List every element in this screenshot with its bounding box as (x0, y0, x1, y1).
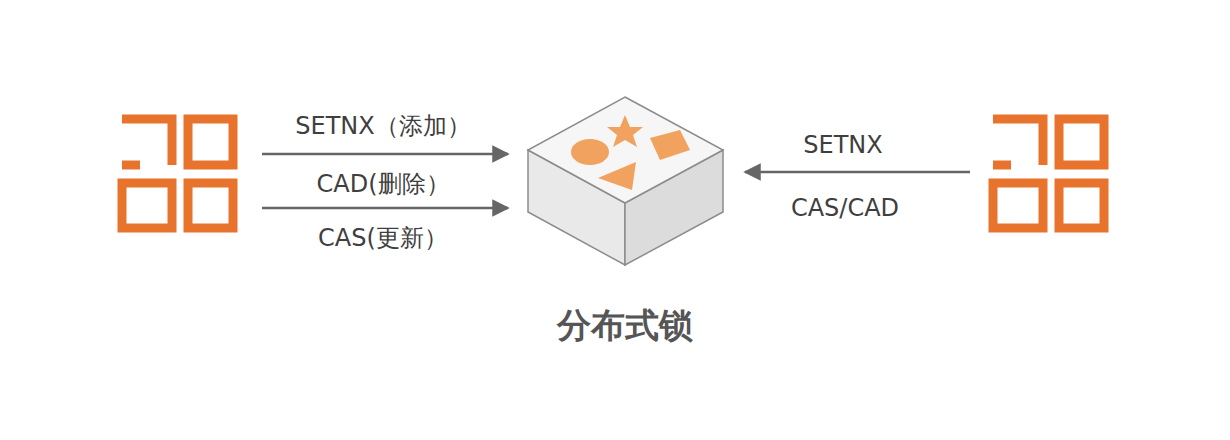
client-icon (122, 119, 233, 228)
operation-label: SETNX（添加） (295, 112, 470, 141)
client-icon (993, 119, 1104, 228)
operation-label: CAD(删除） (316, 170, 449, 199)
operation-label: SETNX (803, 131, 882, 160)
node-title: 分布式锁 (557, 305, 693, 346)
lock-cube (528, 97, 723, 265)
arrow (262, 153, 508, 156)
operation-label: CAS/CAD (791, 194, 899, 223)
arrow (262, 207, 508, 210)
operation-label: CAS(更新） (318, 224, 448, 253)
arrow (745, 171, 970, 174)
lock-node: 分布式锁 (557, 305, 693, 346)
